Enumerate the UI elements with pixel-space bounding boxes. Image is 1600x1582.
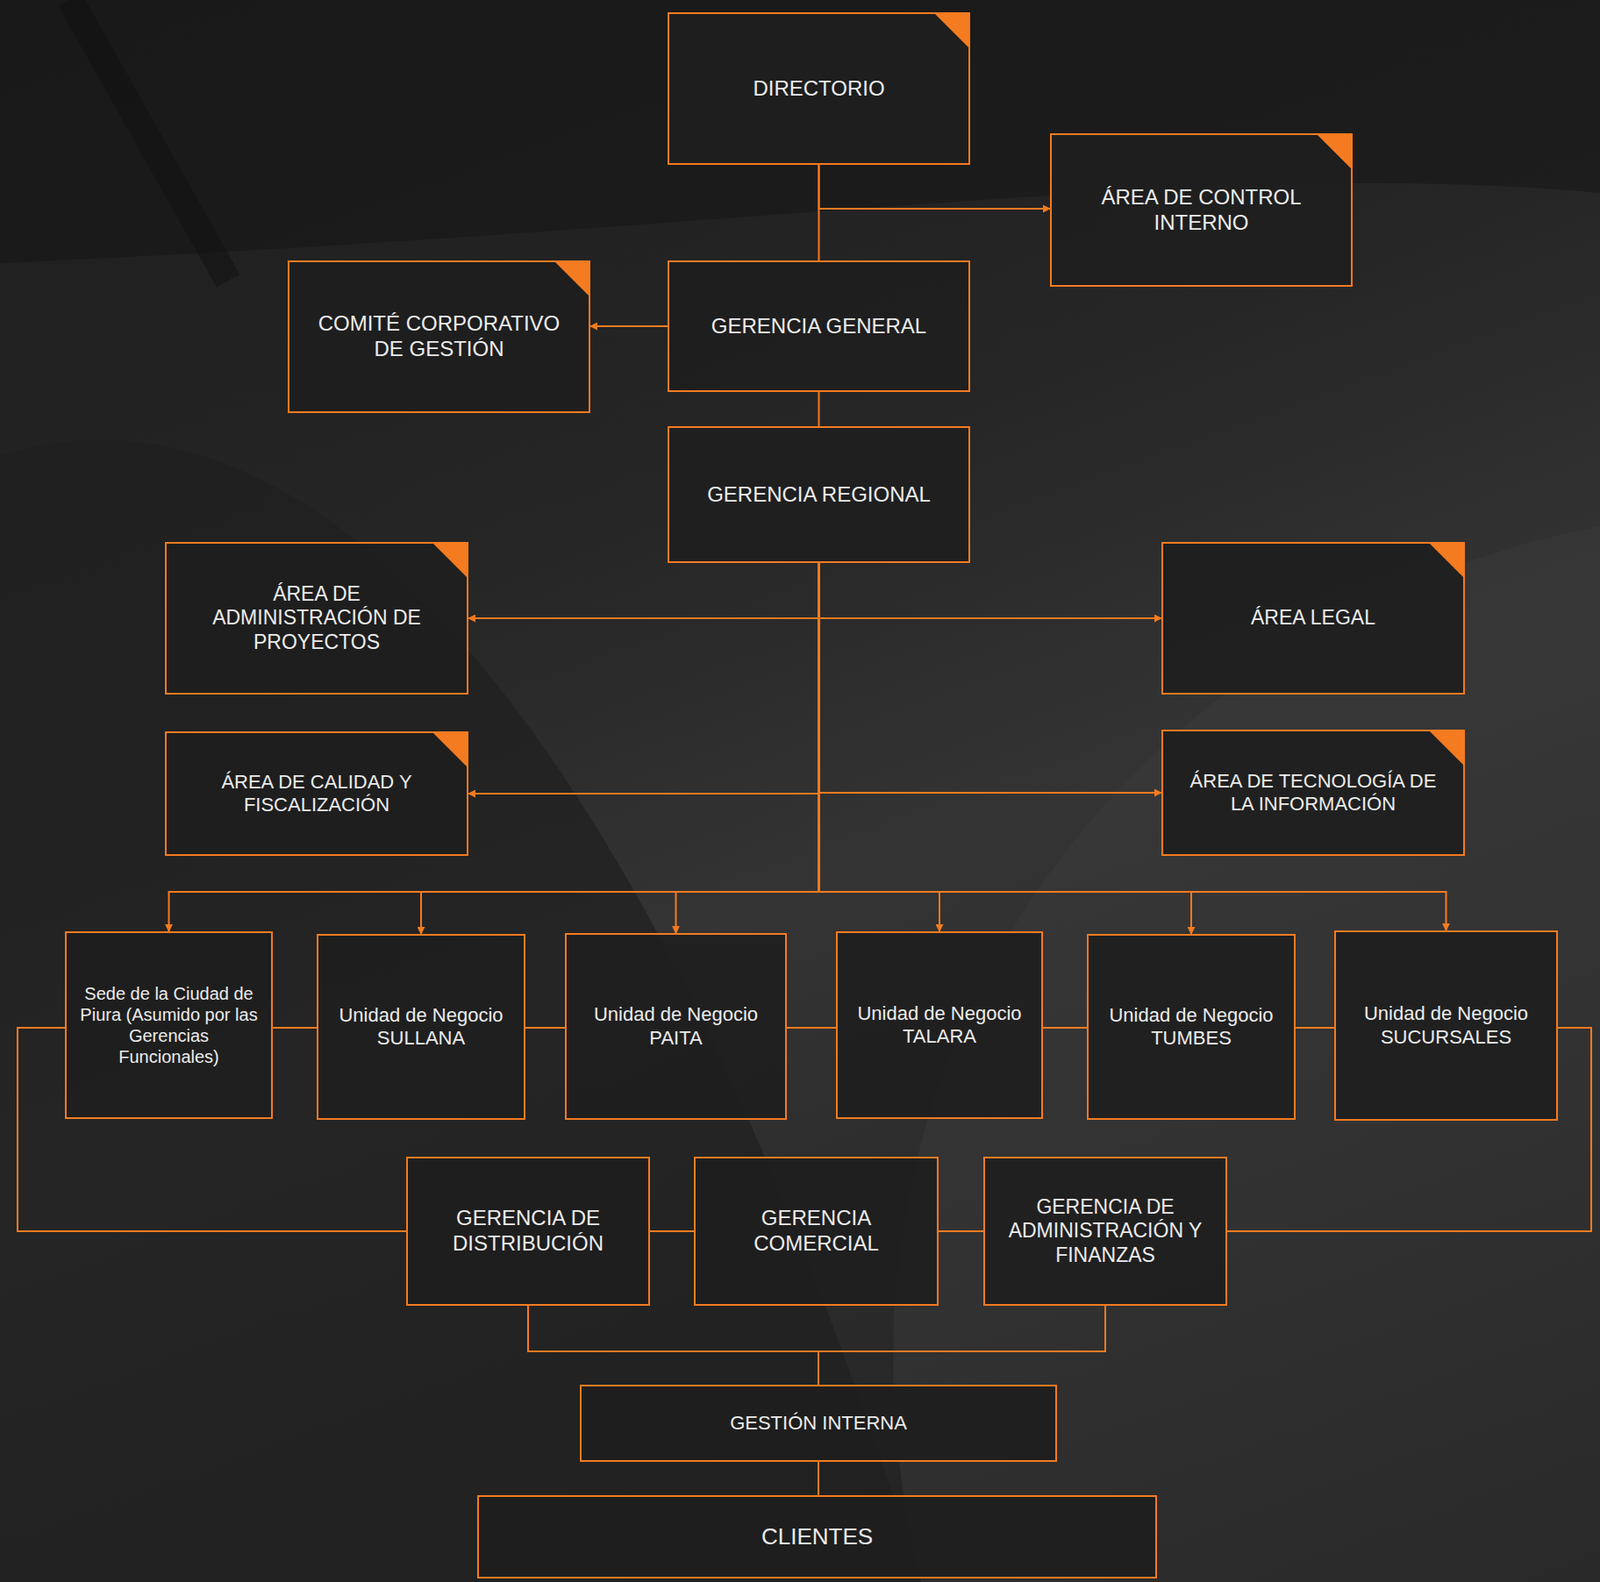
connector: [819, 563, 1193, 935]
connector: [468, 563, 820, 794]
node-label: GERENCIA COMERCIAL: [707, 1206, 925, 1258]
node-label: Unidad de Negocio SULLANA: [330, 1004, 512, 1051]
management-box: GERENCIA GENERAL: [667, 260, 971, 393]
node-label: GERENCIA REGIONAL: [707, 482, 931, 508]
connector: [818, 392, 821, 427]
connector: [676, 563, 820, 934]
node-label: GERENCIA DE DISTRIBUCIÓN: [420, 1206, 636, 1258]
unit-box: Unidad de Negocio PAITA: [564, 933, 787, 1121]
connector: [1042, 1027, 1087, 1029]
connector: [528, 1306, 819, 1386]
node-label: Unidad de Negocio TUMBES: [1100, 1004, 1282, 1051]
unit-box: Unidad de Negocio SUCURSALES: [1334, 930, 1558, 1122]
connector: [468, 563, 820, 619]
department-box: GERENCIA DE ADMINISTRACIÓN Y FINANZAS: [983, 1157, 1228, 1307]
department-box: GERENCIA DE DISTRIBUCIÓN: [406, 1157, 650, 1307]
connector: [819, 563, 1163, 793]
node-label: ÁREA DE CONTROL INTERNO: [1078, 185, 1325, 236]
connector: [819, 563, 1163, 619]
node-label: ÁREA LEGAL: [1250, 606, 1376, 631]
connector: [819, 164, 1051, 209]
photo-shade: [0, 0, 1600, 264]
node-label: Unidad de Negocio TALARA: [850, 1002, 1029, 1050]
unit-box: Sede de la Ciudad de Piura (Asumido por …: [64, 931, 273, 1120]
connector: [817, 1462, 820, 1496]
node-label: Sede de la Ciudad de Piura (Asumido por …: [78, 983, 259, 1068]
connector: [272, 1027, 317, 1029]
connector: [818, 1306, 1106, 1386]
node-label: GERENCIA GENERAL: [711, 314, 927, 340]
area-box: ÁREA LEGAL: [1161, 542, 1465, 695]
connector: [421, 563, 820, 935]
node-label: DIRECTORIO: [752, 76, 885, 102]
connector: [525, 1027, 565, 1029]
committee-box: COMITÉ CORPORATIVO DE GESTIÓN: [287, 260, 591, 414]
node-label: ÁREA DE ADMINISTRACIÓN DE PROYECTOS: [192, 582, 441, 656]
process-box: GESTIÓN INTERNA: [579, 1385, 1058, 1463]
connector: [819, 563, 941, 932]
unit-box: Unidad de Negocio TUMBES: [1086, 934, 1296, 1121]
unit-box: Unidad de Negocio SULLANA: [316, 934, 526, 1121]
node-label: CLIENTES: [761, 1523, 873, 1551]
connector: [590, 325, 668, 328]
unit-box: Unidad de Negocio TALARA: [835, 931, 1043, 1120]
node-label: ÁREA DE TECNOLOGÍA DE LA INFORMACIÓN: [1189, 770, 1437, 817]
area-box: ÁREA DE CALIDAD Y FISCALIZACIÓN: [164, 731, 469, 857]
control-box: ÁREA DE CONTROL INTERNO: [1050, 133, 1353, 287]
area-box: ÁREA DE ADMINISTRACIÓN DE PROYECTOS: [164, 542, 469, 695]
board-box: DIRECTORIO: [667, 12, 971, 165]
node-label: COMITÉ CORPORATIVO DE GESTIÓN: [315, 311, 563, 363]
node-label: ÁREA DE CALIDAD Y FISCALIZACIÓN: [192, 771, 441, 818]
node-label: Unidad de Negocio SUCURSALES: [1348, 1002, 1544, 1050]
connector: [786, 1027, 836, 1029]
node-label: GESTIÓN INTERNA: [729, 1412, 908, 1436]
photo-beam: [70, 0, 229, 281]
client-box: CLIENTES: [477, 1495, 1158, 1579]
management-box: GERENCIA REGIONAL: [667, 426, 971, 564]
connector: [938, 1230, 984, 1233]
department-box: GERENCIA COMERCIAL: [693, 1157, 939, 1307]
node-label: GERENCIA DE ADMINISTRACIÓN Y FINANZAS: [997, 1195, 1214, 1269]
connector: [650, 1230, 694, 1233]
area-box: ÁREA DE TECNOLOGÍA DE LA INFORMACIÓN: [1161, 729, 1465, 857]
connector: [1295, 1027, 1335, 1029]
node-label: Unidad de Negocio PAITA: [578, 1003, 773, 1050]
